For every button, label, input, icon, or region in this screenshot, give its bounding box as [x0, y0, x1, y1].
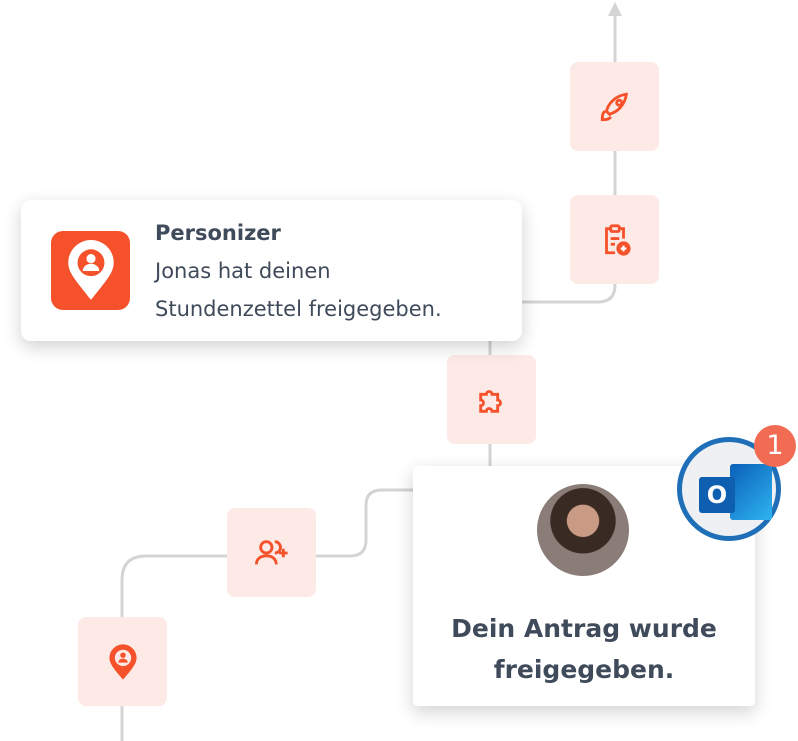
clipboard-step	[570, 195, 659, 284]
user-add-icon	[254, 539, 288, 564]
notification-message-line2: Stundenzettel freigegeben.	[155, 297, 442, 321]
approval-line1: Dein Antrag wurde	[451, 614, 717, 643]
puzzle-icon	[478, 389, 502, 413]
notification-card[interactable]: Personizer Jonas hat deinen Stundenzette…	[21, 200, 522, 341]
approval-card: Dein Antrag wurde freigegeben.	[413, 466, 755, 706]
rocket-step	[570, 62, 659, 151]
avatar	[537, 484, 629, 576]
location-step	[78, 617, 167, 706]
notification-message-line1: Jonas hat deinen	[155, 259, 331, 283]
add-user-step	[227, 508, 316, 597]
notification-count-badge: 1	[754, 425, 796, 467]
user-pin-icon	[108, 643, 137, 680]
puzzle-step	[447, 355, 536, 444]
personizer-app-icon	[51, 231, 130, 310]
notification-app-name: Personizer	[155, 221, 281, 245]
clipboard-add-icon	[604, 223, 631, 256]
arrow-up-icon	[608, 2, 622, 16]
approval-line2: freigegeben.	[493, 655, 675, 684]
rocket-icon	[600, 92, 628, 121]
